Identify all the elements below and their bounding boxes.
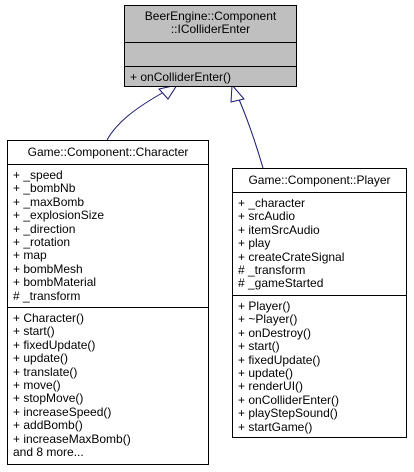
method-more-item: and 8 more... [13, 445, 84, 460]
method-item: + move() [13, 378, 61, 393]
method-item: + addBomb() [13, 418, 83, 433]
inheritance-arrowhead [230, 83, 245, 103]
method-item: + stopMove() [13, 391, 84, 406]
method-item: + onColliderEnter() [238, 392, 340, 407]
class-title-line: BeerEngine::Component [144, 9, 277, 23]
method-item: + start() [13, 324, 55, 339]
methods-section: + Player() + ~Player() + onDestroy() + s… [233, 296, 406, 436]
method-item: + start() [238, 339, 280, 354]
method-item: + update() [13, 351, 69, 366]
edge-player-to-base [230, 83, 264, 169]
attribute-item: + createCrateSignal [238, 249, 345, 264]
method-item: + increaseMaxBomb() [13, 431, 131, 446]
method-item: + update() [238, 366, 294, 381]
class-title: BeerEngine::Component ::IColliderEnter [125, 6, 296, 43]
attribute-item: + bombMaterial [13, 275, 97, 290]
class-player: Game::Component::Player + _character + s… [232, 168, 407, 438]
attributes-section: + _speed + _bombNb + _maxBomb + _explosi… [8, 165, 208, 308]
class-title-line: Game::Component::Character [27, 145, 189, 159]
attribute-item: + _bombNb [13, 181, 76, 196]
method-item: + Character() [13, 311, 85, 325]
attribute-item: + _direction [13, 221, 76, 236]
class-character: Game::Component::Character + _speed + _b… [7, 140, 209, 465]
attribute-item: + bombMesh [13, 261, 83, 276]
attributes-section: + _character + srcAudio + itemSrcAudio +… [233, 193, 406, 296]
class-title-line: ::IColliderEnter [170, 22, 251, 36]
method-item: + translate() [13, 364, 78, 379]
method-item: + Player() [238, 299, 291, 313]
methods-section: + onColliderEnter() [125, 67, 296, 86]
attribute-item: + srcAudio [238, 209, 296, 224]
inheritance-arrowhead [158, 84, 179, 100]
class-title: Game::Component::Player [233, 169, 406, 193]
attribute-item: + map [13, 248, 47, 263]
attribute-item: + _explosionSize [13, 208, 105, 223]
attribute-item: + itemSrcAudio [238, 222, 320, 237]
method-item: + fixedUpdate() [238, 352, 321, 367]
method-item: + fixedUpdate() [13, 337, 96, 352]
attribute-item: + _maxBomb [13, 194, 85, 209]
method-item: + onColliderEnter() [130, 70, 232, 84]
class-icollider-enter: BeerEngine::Component ::IColliderEnter +… [124, 5, 297, 87]
attributes-section [125, 43, 296, 67]
method-item: + onDestroy() [238, 325, 312, 340]
method-item: + ~Player() [238, 312, 298, 327]
attribute-item: + play [238, 236, 271, 251]
attribute-item: + _speed [13, 168, 63, 182]
attribute-item: # _gameStarted [238, 276, 324, 291]
attribute-item: + _rotation [13, 235, 71, 250]
method-item: + renderUI() [238, 379, 304, 394]
attribute-item: # _transform [238, 263, 306, 278]
method-item: + playStepSound() [238, 406, 338, 421]
class-title-line: Game::Component::Player [248, 173, 391, 187]
attribute-item: # _transform [13, 288, 81, 303]
methods-section: + Character() + start() + fixedUpdate() … [8, 308, 208, 461]
method-item: + increaseSpeed() [13, 404, 112, 419]
attribute-item: + _character [238, 196, 306, 210]
method-item: + startGame() [238, 419, 313, 434]
edge-character-to-base [106, 84, 179, 141]
class-title: Game::Component::Character [8, 141, 208, 165]
